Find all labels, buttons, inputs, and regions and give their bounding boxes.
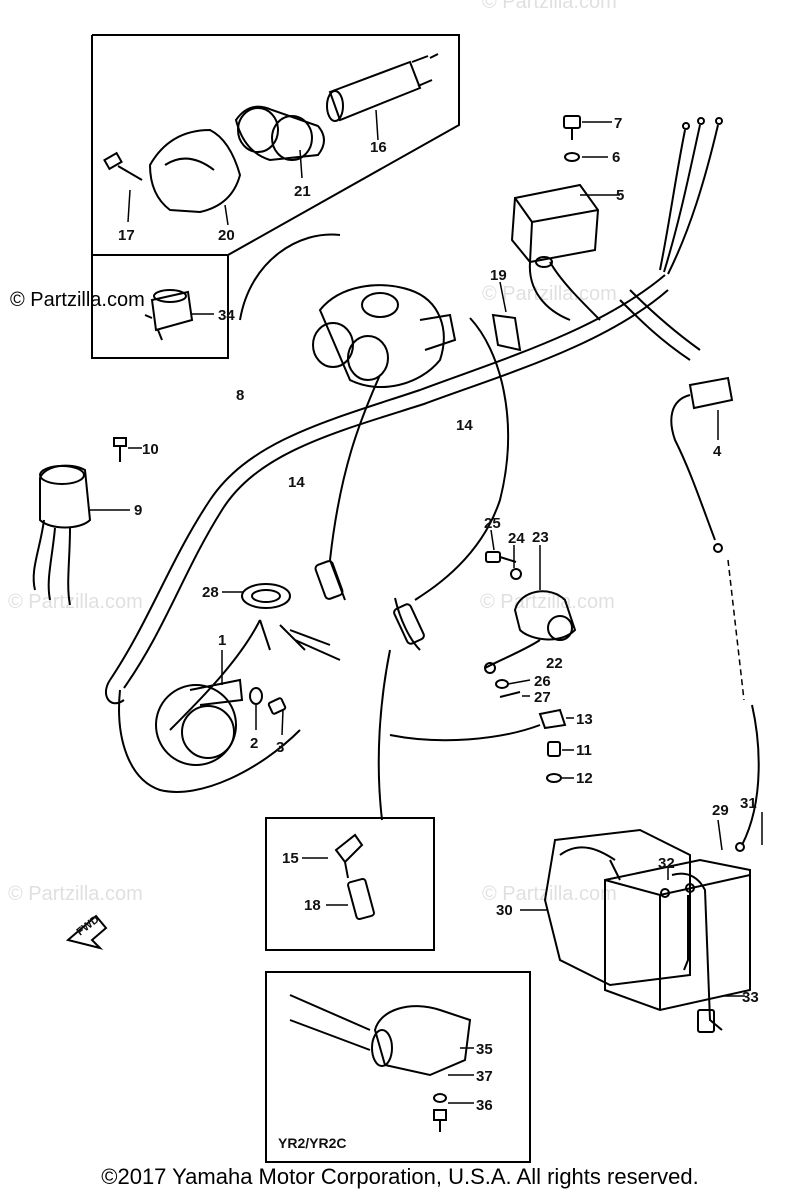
callout-16: 16: [370, 139, 387, 156]
callout-22: 22: [546, 655, 563, 672]
callout-7: 7: [614, 115, 622, 132]
callout-25: 25: [484, 515, 501, 532]
ignition-coil: [326, 53, 439, 141]
faded-watermark: © Partzilla.com: [8, 883, 143, 905]
callout-23: 23: [532, 529, 549, 546]
tube: [491, 281, 522, 352]
callout-6: 6: [612, 149, 620, 166]
callout-labels: 1 2 3 4 5 6 7 8 9 10 11 12 13 14 14 15 1…: [118, 115, 759, 1114]
main-switch: [32, 437, 142, 606]
callout-34: 34: [218, 307, 235, 324]
faded-watermark: © Partzilla.com: [482, 883, 617, 905]
callout-33: 33: [742, 989, 759, 1006]
callout-5: 5: [616, 187, 624, 204]
oil-level-switch: [389, 708, 574, 783]
bolt: [103, 151, 143, 223]
callout-17: 17: [118, 227, 135, 244]
faded-watermark: © Partzilla.com: [482, 0, 617, 13]
callout-30: 30: [496, 902, 513, 919]
callout-12: 12: [576, 770, 593, 787]
callout-1: 1: [218, 632, 226, 649]
condenser: [144, 289, 214, 341]
callout-13: 13: [576, 711, 593, 728]
faded-watermark: © Partzilla.com: [480, 591, 615, 613]
faded-watermarks: © Partzilla.com © Partzilla.com © Partzi…: [8, 0, 617, 905]
spark-plug-leads: [314, 317, 510, 821]
callout-24: 24: [508, 530, 525, 547]
partzilla-watermark: © Partzilla.com: [10, 289, 145, 311]
grommet: [222, 583, 341, 661]
faded-watermark: © Partzilla.com: [482, 283, 617, 305]
callout-11: 11: [576, 742, 592, 759]
screw-and-washer: [563, 115, 612, 162]
callout-36: 36: [476, 1097, 493, 1114]
ignition-coils-assembly: [312, 284, 457, 388]
callout-20: 20: [218, 227, 235, 244]
yr2-inset: [265, 971, 531, 1163]
callout-21: 21: [294, 183, 311, 200]
coil-inset: [91, 34, 460, 359]
callout-35: 35: [476, 1041, 493, 1058]
callout-18: 18: [304, 897, 321, 914]
callout-27: 27: [534, 689, 551, 706]
callout-28: 28: [202, 584, 219, 601]
wire-harness: [105, 117, 723, 793]
regulator: [510, 183, 620, 321]
callout-15: 15: [282, 850, 299, 867]
callout-9: 9: [134, 502, 142, 519]
horn: [155, 650, 287, 766]
callout-29: 29: [712, 802, 729, 819]
fwd-arrow: FWD: [65, 913, 108, 950]
neutral-switch-group: [484, 529, 577, 698]
battery-group: [520, 704, 763, 1033]
callout-8: 8: [236, 387, 244, 404]
callout-31: 31: [740, 795, 757, 812]
flasher-relay: [670, 376, 745, 701]
callout-37: 37: [476, 1068, 493, 1085]
callout-14a: 14: [456, 417, 473, 434]
copyright-notice: ©2017 Yamaha Motor Corporation, U.S.A. A…: [101, 1164, 699, 1189]
variant-label: YR2/YR2C: [278, 1135, 346, 1151]
callout-4: 4: [713, 443, 722, 460]
callout-2: 2: [250, 735, 258, 752]
callout-10: 10: [142, 441, 159, 458]
callout-26: 26: [534, 673, 551, 690]
callout-3: 3: [276, 739, 284, 756]
coil-cover: [148, 128, 242, 226]
callout-19: 19: [490, 267, 507, 284]
callout-32: 32: [658, 855, 675, 872]
coil-bracket: [234, 105, 325, 179]
callout-14b: 14: [288, 474, 305, 491]
spark-plug-inset: [265, 817, 435, 951]
faded-watermark: © Partzilla.com: [8, 591, 143, 613]
